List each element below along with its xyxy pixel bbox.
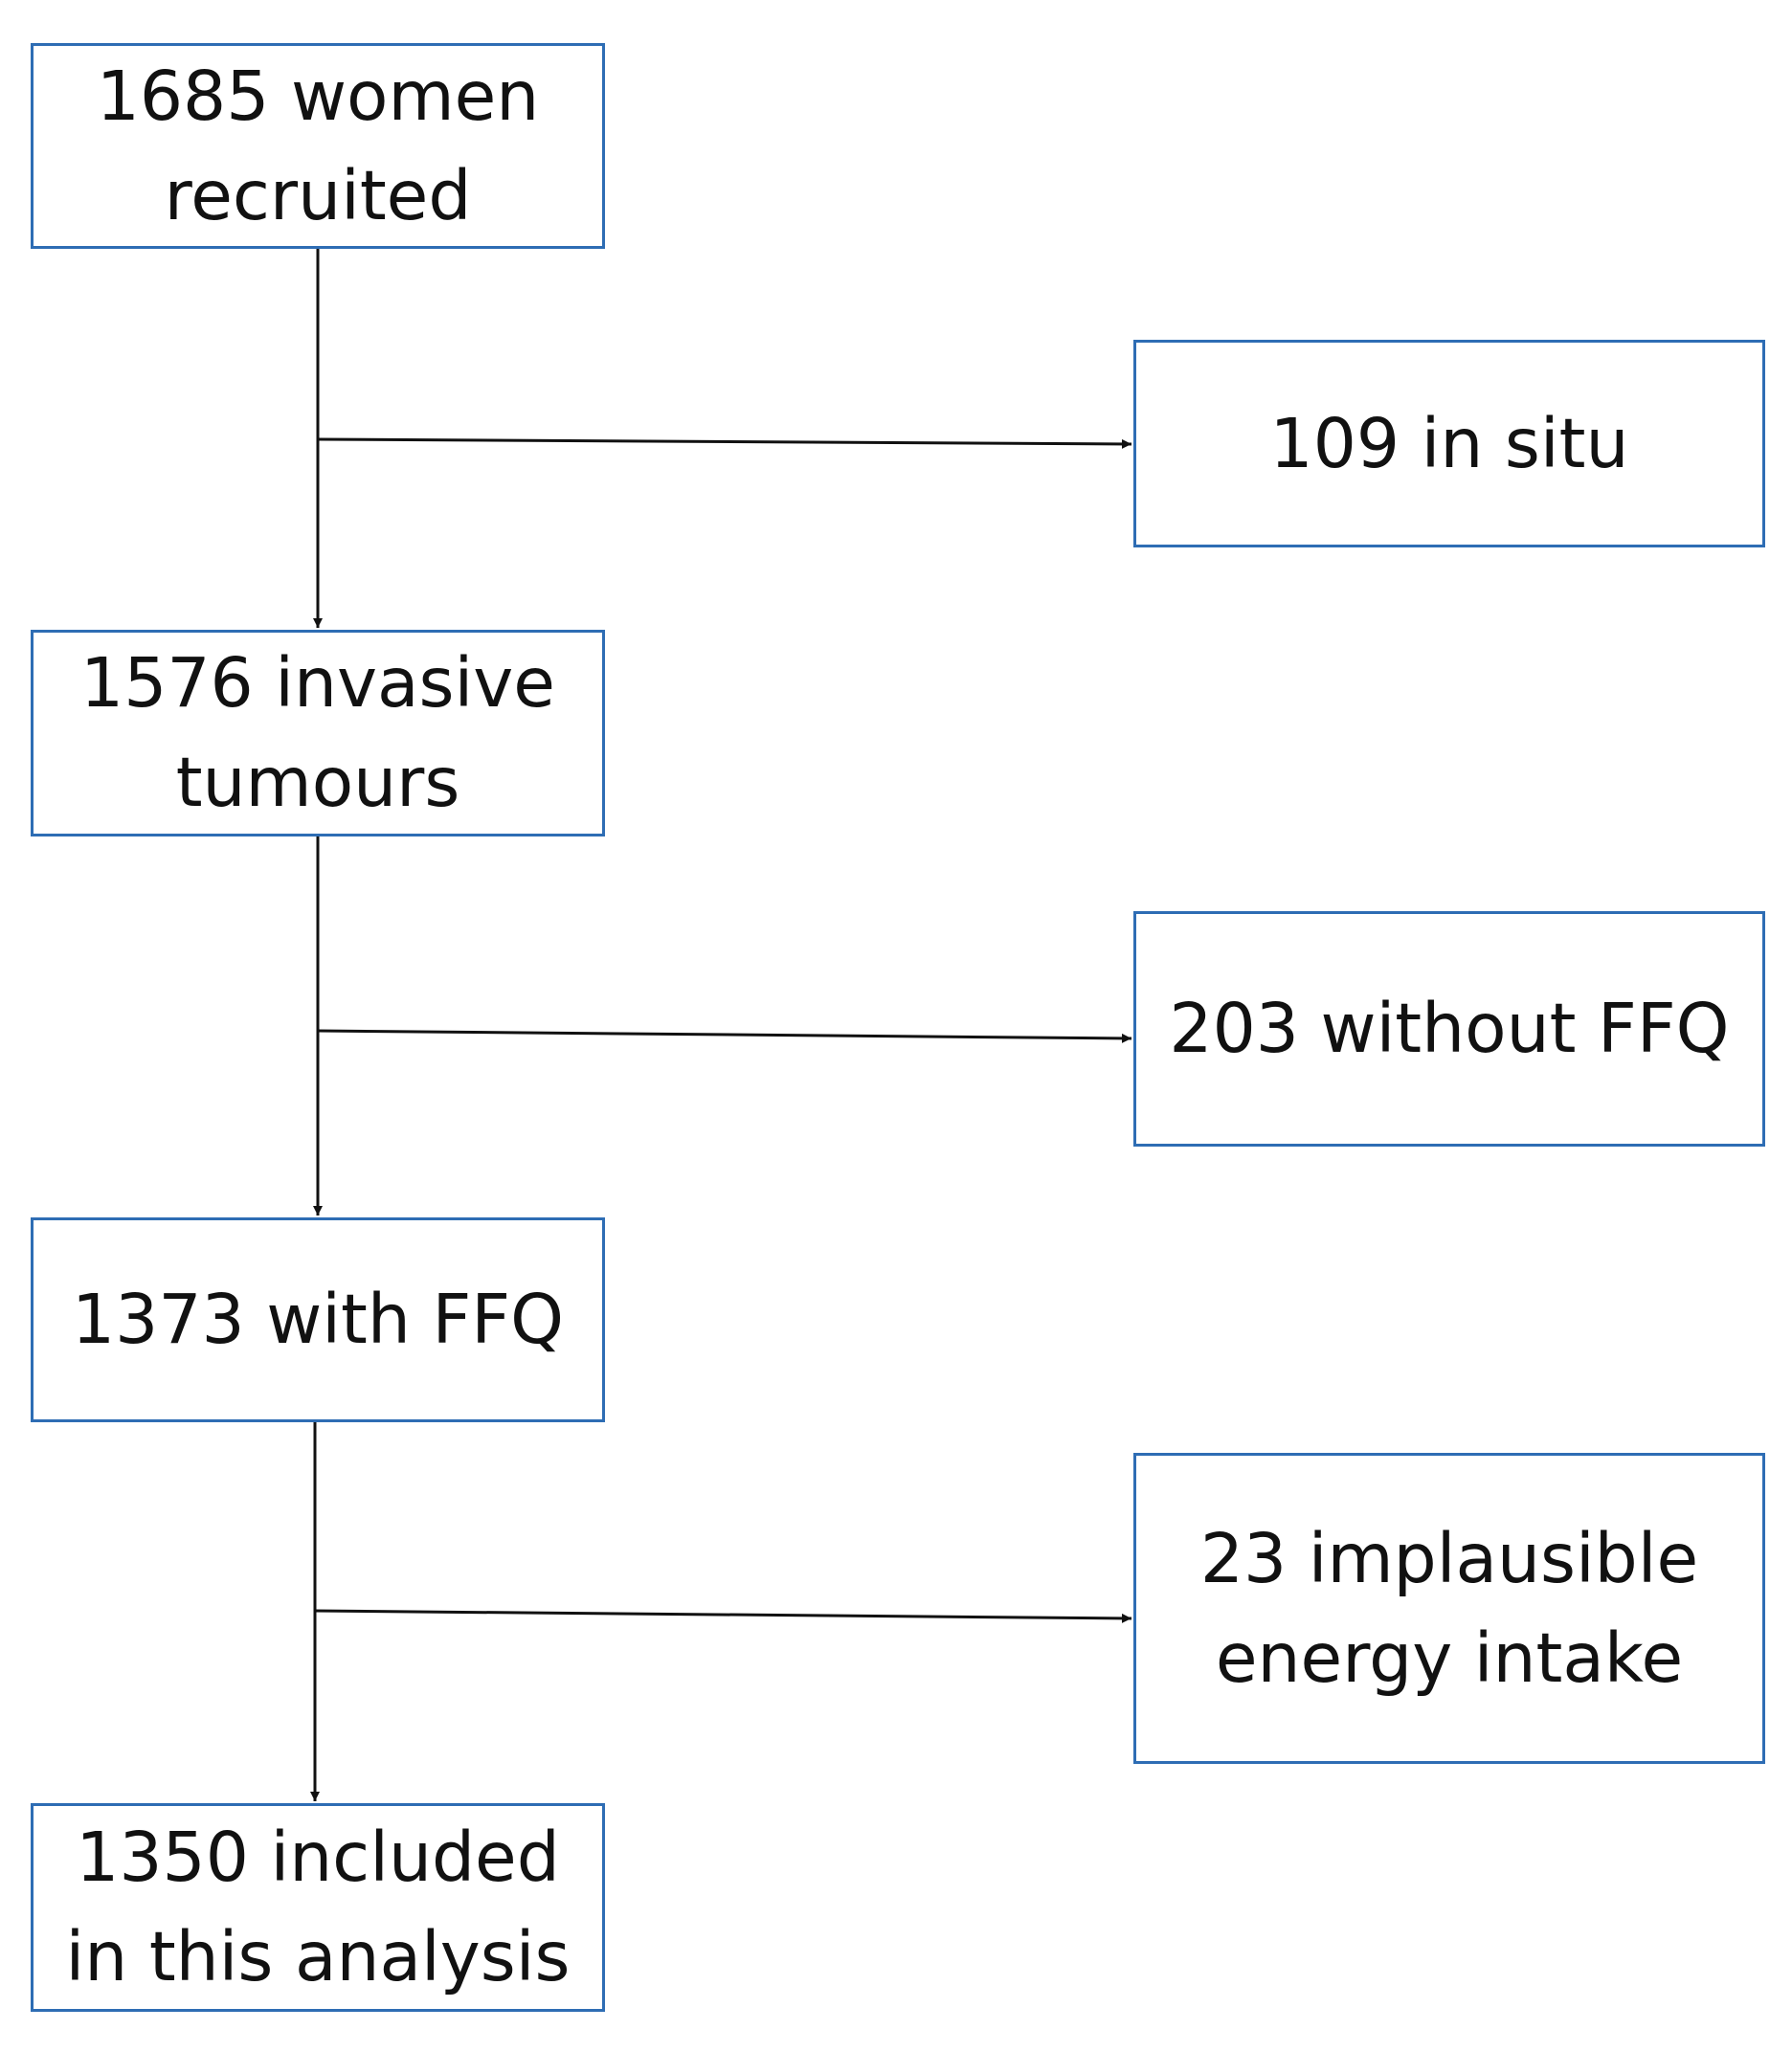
box-excluded-implausible-energy: 23 implausible energy intake bbox=[1133, 1453, 1765, 1764]
arrow-to-without-ffq bbox=[317, 1029, 1132, 1043]
box-excluded-in-situ: 109 in situ bbox=[1133, 340, 1765, 547]
box-women-recruited: 1685 women recruited bbox=[31, 43, 605, 249]
box-excluded-without-ffq: 203 without FFQ bbox=[1133, 911, 1765, 1147]
arrow-to-implausible bbox=[314, 1609, 1132, 1623]
box-invasive-tumours: 1576 invasive tumours bbox=[31, 630, 605, 836]
arrow-to-in-situ bbox=[317, 437, 1132, 449]
box-with-ffq: 1373 with FFQ bbox=[31, 1217, 605, 1422]
box-included-in-analysis: 1350 included in this analysis bbox=[31, 1803, 605, 2012]
